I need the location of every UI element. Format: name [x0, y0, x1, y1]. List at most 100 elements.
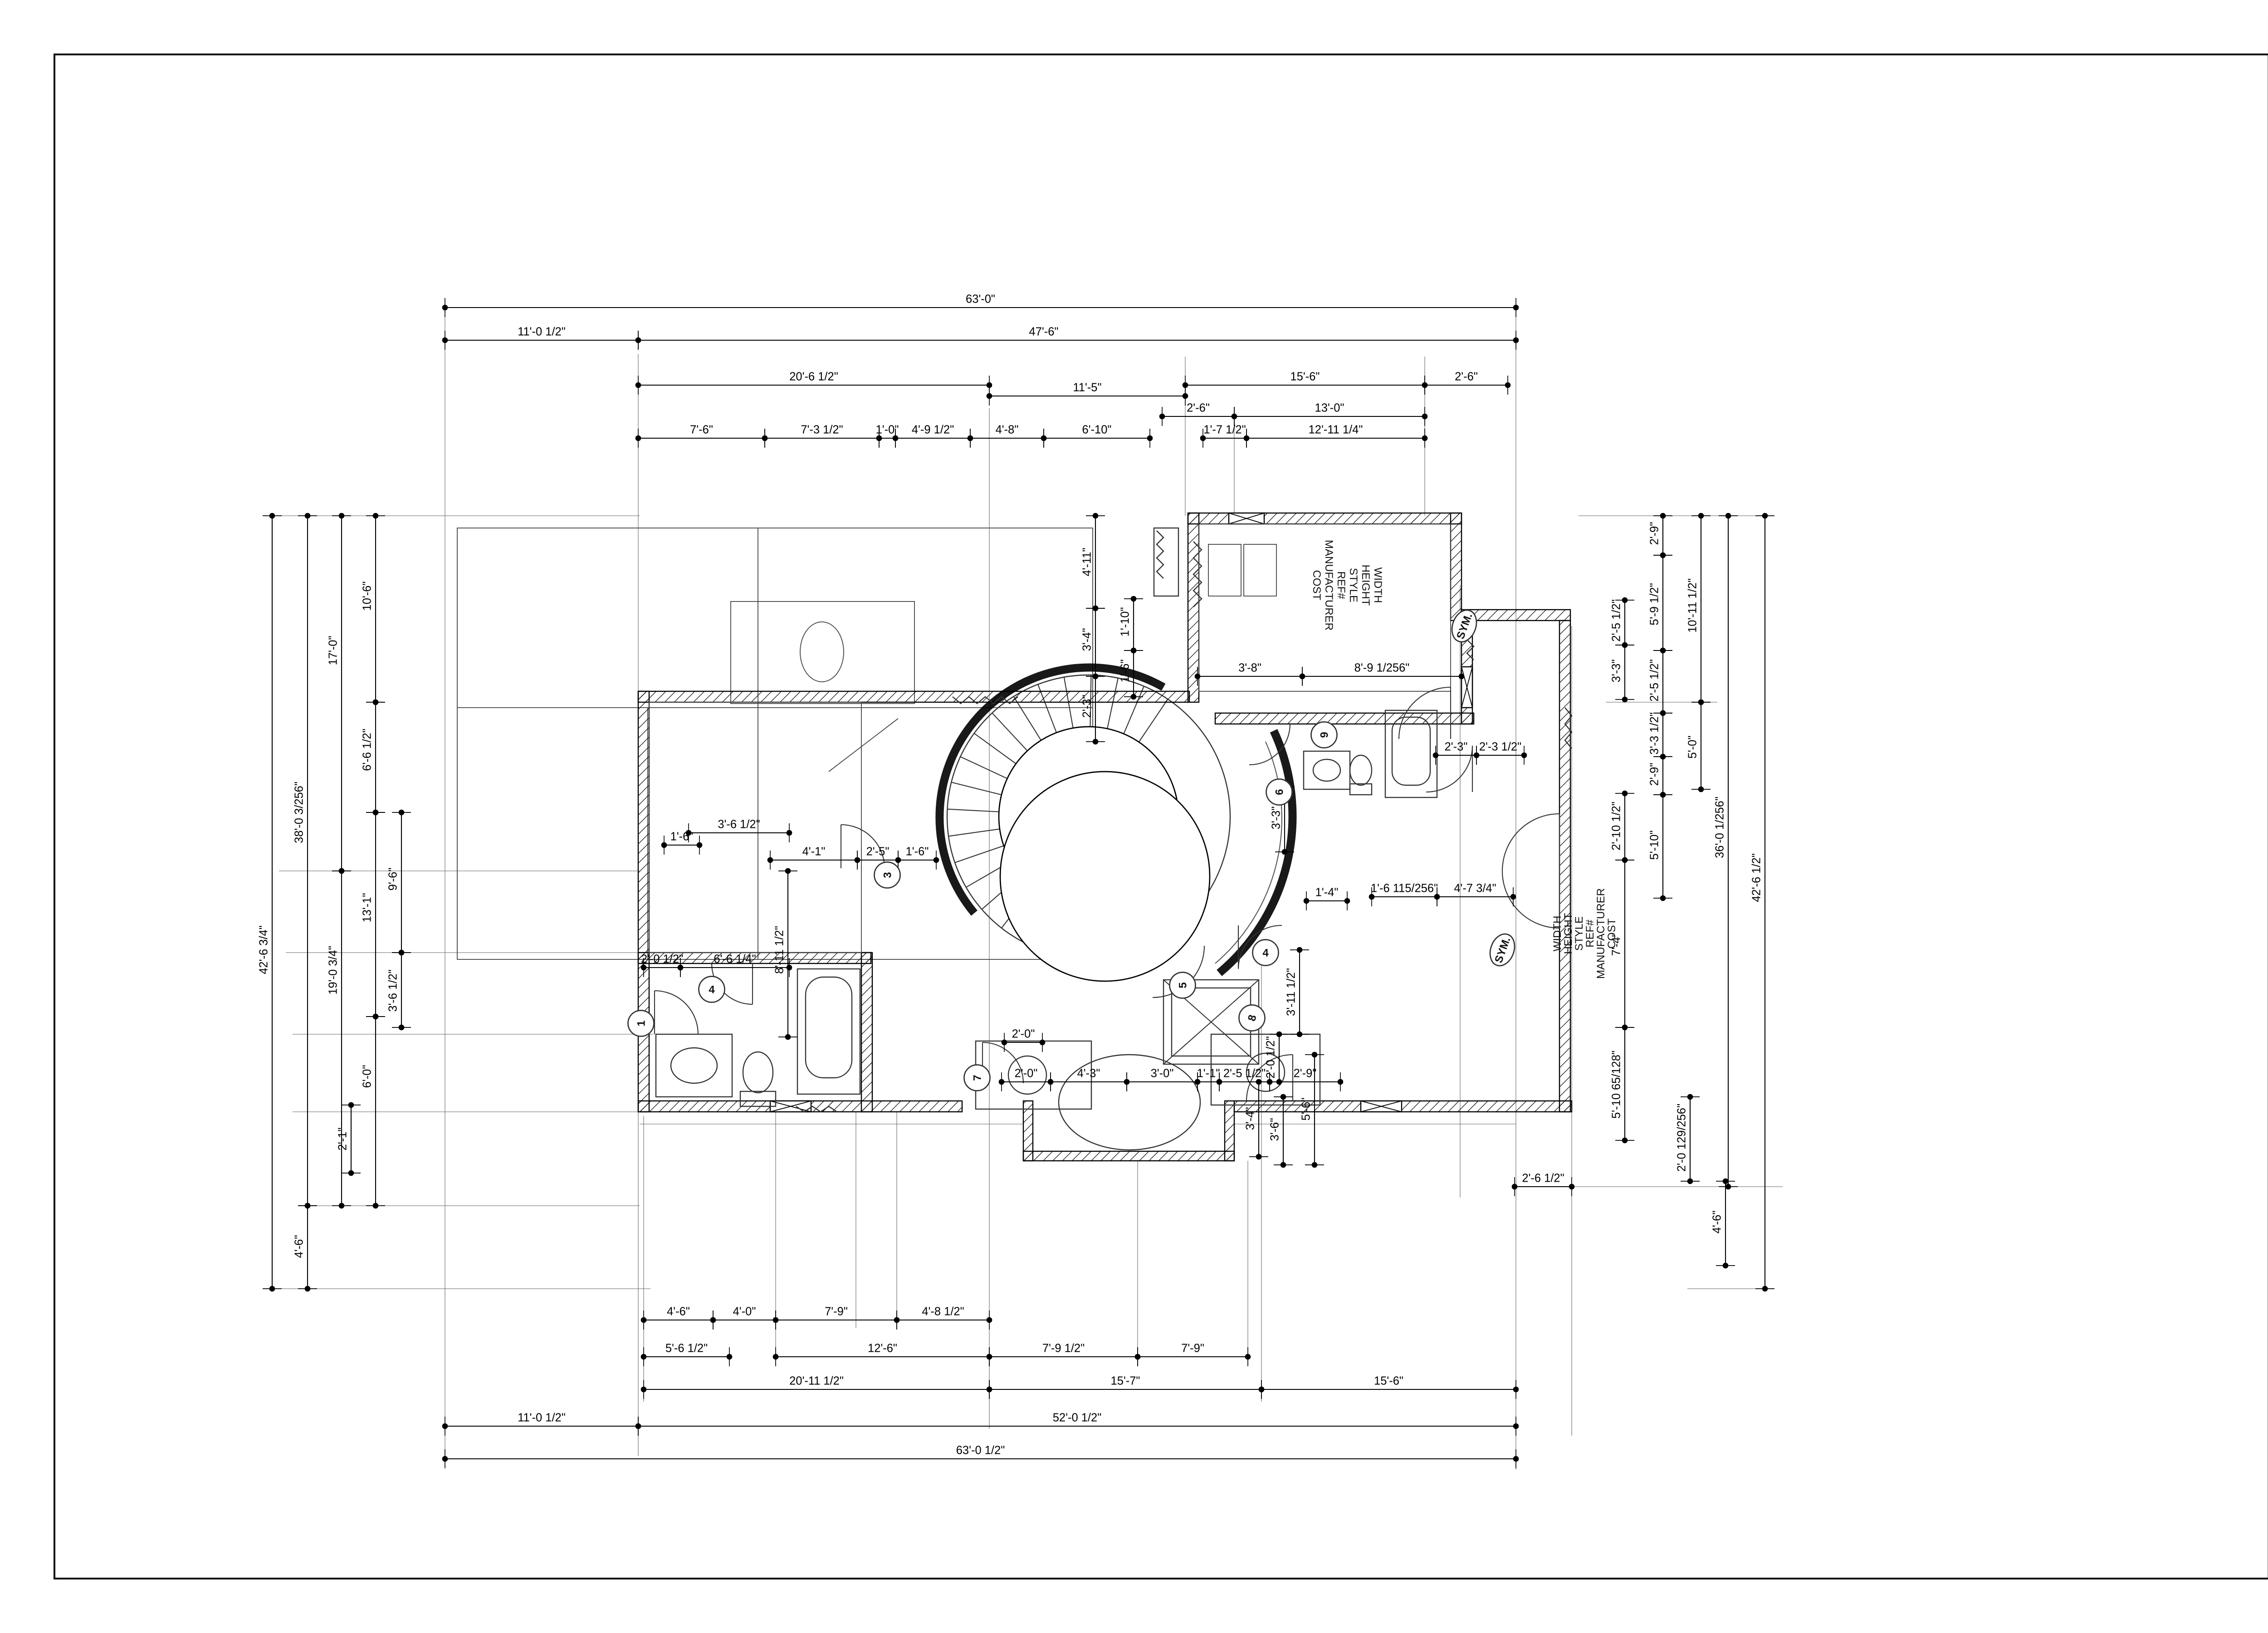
dim-label: 8'-11 1/2" — [773, 926, 786, 974]
dim-label: 1'-7 1/2" — [1203, 424, 1246, 436]
dim-label: 17'-0" — [327, 636, 340, 665]
dim-label: 2'-3" — [1445, 741, 1468, 753]
dim-label: 19'-0 3/4" — [327, 946, 340, 995]
dim-label: 3'-11 1/2" — [1285, 968, 1298, 1016]
door-tag — [963, 1064, 991, 1091]
dim-label: 7'-9" — [825, 1305, 848, 1318]
dim-label: 4'-6" — [293, 1235, 306, 1258]
dim-label: 1'-6 115/256" — [1371, 882, 1438, 895]
dim-label: 12'-11 1/4" — [1309, 424, 1363, 436]
schedule-line: STYLE — [1573, 916, 1585, 951]
schedule-line: WIDTH — [1551, 916, 1564, 952]
dim-label: 6'-6 1/2" — [361, 728, 374, 771]
dim-label: 1'-4" — [1315, 886, 1339, 899]
dim-label: 2'-6" — [1187, 402, 1210, 415]
dim-label: 4'-0" — [733, 1305, 756, 1318]
schedule-line: COST — [1310, 570, 1323, 601]
dim-label: 3'-6 1/2" — [718, 818, 760, 831]
dim-label: 2'-5 1/2" — [1648, 659, 1661, 701]
tag-label: 4 — [709, 983, 715, 996]
schedule-line: HEIGHT — [1359, 565, 1372, 606]
dim-label: 2'-0" — [1012, 1028, 1035, 1041]
dim-label: 2'-5 1/2" — [1223, 1067, 1266, 1080]
walls — [637, 512, 1573, 1162]
dim-label: 52'-0 1/2" — [1053, 1412, 1102, 1424]
door-tag — [1252, 939, 1279, 966]
sym-tag — [1489, 933, 1515, 967]
dim-label: 63'-0" — [966, 293, 995, 306]
dim-label: 2'-6" — [1455, 371, 1478, 383]
door-tag — [627, 1010, 655, 1037]
dim-label: 4'-6" — [667, 1305, 690, 1318]
schedule-line: MANUFACTURER — [1323, 540, 1335, 631]
tag-label: 4 — [1262, 947, 1269, 959]
dim-label: 10'-11 1/2" — [1686, 578, 1699, 633]
dim-label: 13'-0" — [1315, 402, 1344, 415]
dim-label: 2'-0 129/256" — [1676, 1104, 1688, 1172]
dim-label: 5'-0" — [1686, 736, 1699, 759]
tag-label: 5 — [1177, 982, 1189, 988]
schedule-line: HEIGHT — [1562, 913, 1574, 954]
dim-label: 15'-6" — [1374, 1375, 1403, 1388]
dim-label: 1'-0" — [876, 424, 899, 436]
dim-label: 2'-1" — [337, 1128, 349, 1151]
dim-label: 2'-3" — [1081, 695, 1094, 718]
dim-label: 3'-8" — [1238, 662, 1261, 675]
door-tag — [1266, 778, 1293, 806]
dim-label: 10'-6" — [361, 582, 374, 611]
dim-label: 47'-6" — [1029, 326, 1059, 338]
dim-label: 4'-1" — [802, 846, 826, 858]
dim-label: 3'-6 1/2" — [387, 969, 400, 1012]
dim-label: 11'-5" — [1073, 381, 1101, 394]
dim-label: 6'-10" — [1082, 424, 1112, 436]
dim-label: 4'-8" — [996, 424, 1019, 436]
dim-label: 7'-9" — [1181, 1342, 1204, 1355]
oval-tub — [1058, 1054, 1201, 1151]
tag-label: 8 — [1246, 1013, 1259, 1022]
dim-label: 9'-6" — [387, 868, 400, 891]
dim-label: 2'-5" — [866, 846, 890, 858]
dim-label: 8'-9 1/256" — [1354, 662, 1410, 675]
schedule-line: COST — [1606, 918, 1618, 949]
schedule-text-blocks: WIDTHHEIGHTSTYLEREF#MANUFACTURERCOSTWIDT… — [1310, 540, 1618, 979]
dim-label: 7'-3 1/2" — [801, 424, 843, 436]
tag-label: 7 — [971, 1075, 983, 1081]
dim-label: 5'-10" — [1648, 831, 1661, 860]
toilet — [1349, 754, 1373, 786]
dim-label: 6'-0" — [361, 1065, 374, 1088]
dim-label: 2'-0" — [1015, 1067, 1038, 1080]
dim-label: 4'-3" — [1077, 1067, 1100, 1080]
dim-label: 3'-3" — [1610, 660, 1623, 683]
schedule-line: WIDTH — [1372, 567, 1384, 603]
dim-label: 3'-0" — [1151, 1067, 1174, 1080]
dim-label: 7'-4" — [1610, 933, 1623, 956]
door-tag — [1169, 972, 1196, 999]
sink — [1007, 1055, 1047, 1095]
roof-outline — [457, 528, 1093, 960]
dim-label: 1'-10" — [1119, 607, 1132, 637]
dim-label: 4'-11" — [1081, 548, 1094, 576]
dim-label: 7'-9 1/2" — [1042, 1342, 1085, 1355]
room-inner-faces — [649, 523, 1451, 953]
schedule-line: MANUFACTURER — [1595, 888, 1607, 979]
tag-label: 9 — [1318, 732, 1330, 738]
door-tag — [698, 976, 725, 1003]
dim-label: 63'-0 1/2" — [956, 1444, 1005, 1457]
toilet — [742, 1051, 774, 1094]
dim-label: 2'-10 1/2" — [1610, 802, 1623, 851]
dim-label: 2'-9" — [1648, 522, 1661, 545]
tag-label: 3 — [881, 872, 894, 878]
open-to-below — [999, 771, 1211, 982]
tag-label: 6 — [1273, 789, 1286, 795]
curved-wall — [1217, 729, 1297, 976]
stair — [935, 663, 1297, 982]
dim-label: 2'-5 1/2" — [1610, 599, 1623, 641]
dim-label: 2'-9" — [1294, 1067, 1317, 1080]
sink — [1246, 1052, 1286, 1092]
dim-label: 6'-6 1/4" — [714, 953, 756, 966]
dim-label: 2'-3 1/2" — [1479, 741, 1521, 753]
dim-label: 7'-6" — [690, 424, 713, 436]
dim-label: 2'-9" — [1648, 763, 1661, 786]
